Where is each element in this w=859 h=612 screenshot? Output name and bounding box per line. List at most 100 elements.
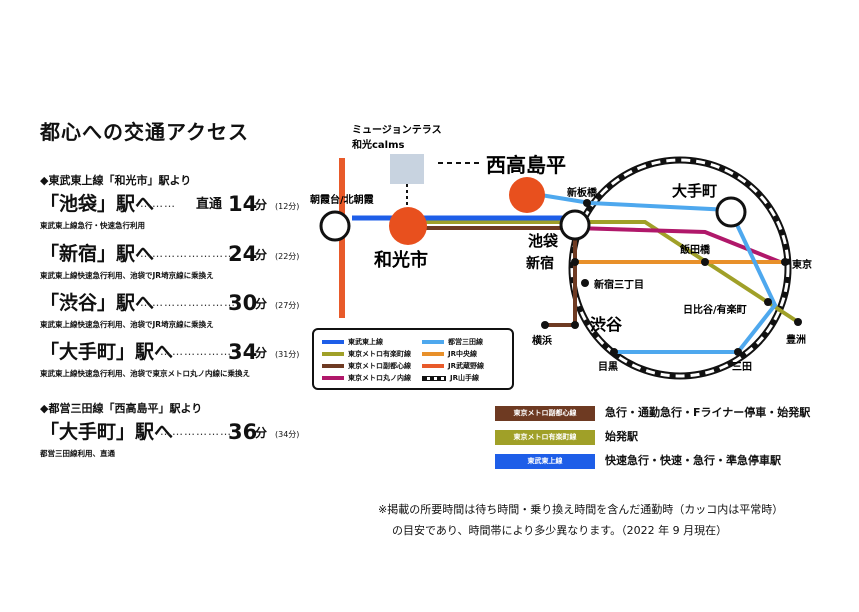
route-otemachi-mita: 「大手町」駅へ ……………… 36 分 (34分) 都営三田線利用、直通 bbox=[40, 414, 315, 459]
legend-item: 東京メトロ丸ノ内線 bbox=[322, 373, 411, 383]
route-dest: 「新宿」駅へ bbox=[40, 243, 155, 265]
label-shinitabashi: 新板橋 bbox=[567, 186, 598, 199]
station-meguro bbox=[610, 348, 618, 356]
legend-item: JR山手線 bbox=[422, 373, 479, 383]
facility-label2: 和光calms bbox=[351, 138, 405, 151]
service-tag: 東京メトロ副都心線 bbox=[495, 405, 595, 421]
station-shinjuku3 bbox=[581, 279, 589, 287]
route-shibuya: 「渋谷」駅へ …………………… 30 分 (27分) 東武東上線快速急行利用、池… bbox=[40, 285, 315, 330]
route-minutes: 24 bbox=[228, 242, 258, 266]
label-ikebukuro: 池袋 bbox=[528, 232, 559, 250]
label-mita: 三田 bbox=[732, 361, 752, 373]
service-text: 始発駅 bbox=[605, 430, 638, 443]
label-meguro: 目黒 bbox=[598, 361, 618, 373]
label-shinjuku3: 新宿三丁目 bbox=[594, 278, 644, 291]
station-hibiya bbox=[764, 298, 772, 306]
legend-item: 東武東上線 bbox=[322, 337, 383, 347]
route-offpeak: (27分) bbox=[275, 301, 300, 310]
route-prefix: 直通 bbox=[196, 197, 223, 212]
route-note: 都営三田線利用、直通 bbox=[40, 449, 115, 458]
label-toyosu: 豊洲 bbox=[786, 333, 806, 346]
label-shinjuku: 新宿 bbox=[526, 255, 554, 272]
label-nishitakashimadaira: 西高島平 bbox=[486, 153, 566, 177]
station-wakoshi bbox=[389, 207, 427, 245]
route-ikebukuro: 「池袋」駅へ ……… 直通 14 分 (12分) 東武東上線急行・快速急行利用 bbox=[40, 186, 315, 231]
legend-item: 東京メトロ有楽町線 bbox=[322, 349, 411, 359]
station-asakadai bbox=[319, 210, 351, 242]
route-unit: 分 bbox=[255, 346, 268, 360]
station-ikebukuro bbox=[559, 209, 591, 241]
service-tojo: 東武東上線快速急行・快速・急行・準急停車駅 bbox=[495, 452, 781, 469]
route-dest: 「大手町」駅へ bbox=[40, 341, 174, 363]
label-otemachi: 大手町 bbox=[672, 182, 717, 200]
mita-line bbox=[521, 190, 778, 354]
label-yokohama: 横浜 bbox=[532, 334, 552, 347]
label-iidabashi: 飯田橋 bbox=[679, 243, 711, 256]
route-otemachi: 「大手町」駅へ ……………… 34 分 (31分) 東武東上線快速急行利用、池袋… bbox=[40, 334, 315, 379]
label-tokyo: 東京 bbox=[792, 258, 812, 271]
route-minutes: 30 bbox=[228, 291, 258, 315]
legend-item: JR武蔵野線 bbox=[422, 361, 484, 371]
station-toyosu bbox=[794, 318, 802, 326]
page-title: 都心への交通アクセス bbox=[40, 120, 249, 144]
station-nishitakashimadaira bbox=[509, 177, 545, 213]
station-mita bbox=[734, 348, 742, 356]
footnote-2: の目安であり、時間帯により多少異なります。（2022 年 9 月現在） bbox=[392, 524, 728, 537]
section-nishitakashimadaira: ◆都営三田線「西高島平」駅より bbox=[40, 402, 203, 415]
route-note: 東武東上線急行・快速急行利用 bbox=[40, 221, 145, 230]
route-dots: ……………… bbox=[160, 425, 232, 438]
label-shibuya: 渋谷 bbox=[590, 315, 623, 334]
yurakucho-line bbox=[408, 220, 800, 324]
yamanote-ring-dash bbox=[570, 158, 790, 378]
legend-item: 都営三田線 bbox=[422, 337, 483, 347]
route-dots: …………………… bbox=[140, 247, 236, 260]
route-unit: 分 bbox=[255, 198, 268, 212]
service-tag: 東京メトロ有楽町線 bbox=[495, 429, 595, 445]
station-otemachi bbox=[715, 196, 747, 228]
line-legend: 東武東上線 東京メトロ有楽町線 東京メトロ副都心線 東京メトロ丸ノ内線 都営三田… bbox=[312, 328, 514, 390]
legend-item: 東京メトロ副都心線 bbox=[322, 361, 411, 371]
route-offpeak: (22分) bbox=[275, 252, 300, 261]
legend-item: JR中央線 bbox=[422, 349, 477, 359]
section-wakoshi: ◆東武東上線「和光市」駅より bbox=[40, 174, 192, 187]
route-unit: 分 bbox=[255, 297, 268, 311]
route-note: 東武東上線快速急行利用、池袋でJR埼京線に乗換え bbox=[40, 320, 214, 329]
route-offpeak: (34分) bbox=[275, 430, 300, 439]
marunouchi-line bbox=[574, 226, 781, 264]
service-text: 急行・通勤急行・Fライナー停車・始発駅 bbox=[605, 406, 811, 419]
route-note: 東武東上線快速急行利用、池袋で東京メトロ丸ノ内線に乗換え bbox=[40, 369, 250, 378]
facility-label: ミュージョンテラス bbox=[352, 124, 442, 136]
service-fukutoshin: 東京メトロ副都心線急行・通勤急行・Fライナー停車・始発駅 bbox=[495, 404, 810, 421]
route-dots: …………………… bbox=[140, 296, 236, 309]
route-note: 東武東上線快速急行利用、池袋でJR埼京線に乗換え bbox=[40, 271, 214, 280]
route-dots: ……… bbox=[140, 197, 176, 210]
label-hibiya: 日比谷/有楽町 bbox=[683, 303, 747, 316]
station-shinitabashi bbox=[583, 199, 591, 207]
station-shibuya bbox=[571, 321, 579, 329]
station-yokohama bbox=[541, 321, 549, 329]
route-dest: 「渋谷」駅へ bbox=[40, 292, 155, 314]
fukutoshin-line bbox=[408, 226, 577, 327]
route-shinjuku: 「新宿」駅へ …………………… 24 分 (22分) 東武東上線快速急行利用、池… bbox=[40, 236, 315, 281]
station-iidabashi bbox=[701, 258, 709, 266]
route-offpeak: (31分) bbox=[275, 350, 300, 359]
building-icon bbox=[390, 154, 424, 184]
service-tag: 東武東上線 bbox=[495, 453, 595, 469]
service-text: 快速急行・快速・急行・準急停車駅 bbox=[605, 454, 781, 467]
footnote-1: ※掲載の所要時間は待ち時間・乗り換え時間を含んだ通勤時（カッコ内は平常時） bbox=[378, 503, 784, 516]
route-unit: 分 bbox=[255, 426, 268, 440]
route-offpeak: (12分) bbox=[275, 202, 300, 211]
route-minutes: 34 bbox=[228, 340, 258, 364]
label-asakadai: 朝霞台/北朝霞 bbox=[310, 193, 375, 206]
station-tokyo bbox=[781, 258, 789, 266]
route-minutes: 14 bbox=[228, 192, 258, 216]
route-dest: 「大手町」駅へ bbox=[40, 421, 174, 443]
route-dots: ……………… bbox=[160, 345, 232, 358]
route-unit: 分 bbox=[255, 248, 268, 262]
route-dest: 「池袋」駅へ bbox=[40, 193, 155, 215]
route-minutes: 36 bbox=[228, 420, 258, 444]
label-wakoshi: 和光市 bbox=[374, 249, 428, 271]
station-shinjuku bbox=[571, 258, 579, 266]
service-yurakucho: 東京メトロ有楽町線始発駅 bbox=[495, 428, 638, 445]
